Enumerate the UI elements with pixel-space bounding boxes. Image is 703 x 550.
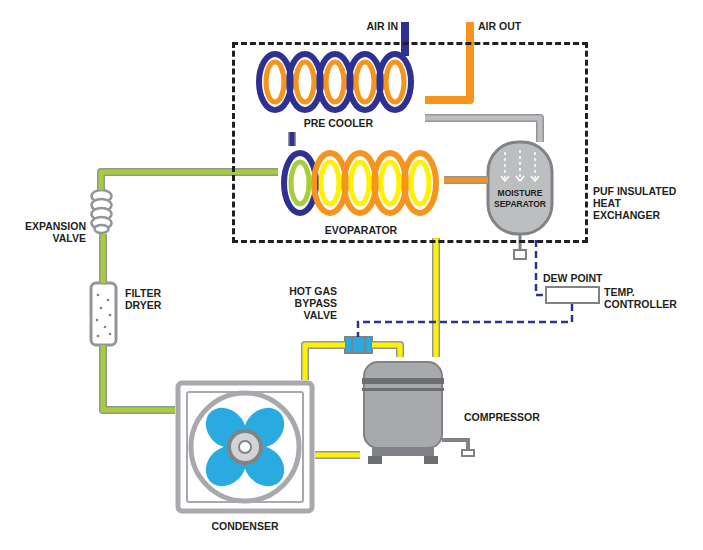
hot-gas-pipe [305,345,345,380]
signal-line [358,304,572,337]
bypass-valve: HOT GAS BYPASS VALVE [345,337,372,353]
enclosure-label: PUF INSULATED HEAT EXCHANGER [593,185,677,221]
evaporator-area: EVOPARATOR [278,146,444,238]
valve-label: HOT GAS BYPASS VALVE [265,285,337,321]
pipe-outline [99,234,107,283]
expansion-valve: EXPANSION VALVE [90,190,113,234]
hot-gas-pipe [372,345,400,357]
pipe-core [536,240,545,295]
pipe-outline [425,118,540,142]
expansion-valve-symbol [92,190,112,233]
pipe-outline [305,345,345,380]
pipe-core [434,238,439,357]
precooler-label: PRE COOLER [302,117,375,129]
pipe-core [103,345,175,410]
evaporator-label: EVOPARATOR [323,224,399,236]
filter-label: FILTER DRYER [125,287,177,311]
pipe-core [101,234,106,283]
pipe-outline [288,132,296,146]
air-label: AIR IN [367,20,399,32]
insulated-enclosure: PUF INSULATED HEAT EXCHANGERPRE COOLEREV… [232,42,588,243]
evaporator-coil [284,153,436,213]
condenser-label: CONDENSER [155,520,335,532]
precooler-area: PRE COOLER [252,48,425,132]
controller-label: DEW POINT [543,272,603,284]
discharge-pipe [315,455,360,456]
pipe-outline [103,345,175,410]
pipe-core [372,345,400,357]
liquid-pipe [103,345,175,410]
pipe-core [358,304,572,337]
air-out-pipe [425,22,470,100]
liquid-pipe [103,234,104,283]
valve-label: EXPANSION VALVE [8,220,86,244]
pipe-core [101,172,278,190]
compressor-label: COMPRESSOR [464,411,540,423]
separator-area: MOISTURE SEPARATOR [488,142,552,240]
separator-label: MOISTURE SEPARATOR [488,188,552,210]
air-pipe [292,132,293,146]
pipe-outline [315,451,360,459]
pipe-outline [372,345,400,357]
condenser-fan [176,378,315,517]
air-pipe [444,180,488,181]
air-label: AIR OUT [478,20,521,32]
signal-line [536,240,545,295]
condenser: CONDENSER [175,380,315,514]
filter-dryer: FILTER DRYER [90,283,117,345]
pipe-outline [432,238,440,357]
controller-label: TEMP. CONTROLLER [604,286,686,310]
pipe-core [290,132,295,146]
compressor: COMPRESSOR [360,357,446,467]
bypass-valve-symbol [345,337,372,353]
air-pipe [425,118,540,142]
liquid-pipe [101,172,278,190]
pipe-core [315,453,360,458]
pipe-outline [101,172,278,190]
filter-dryer-symbol [91,283,116,345]
suction-pipe [436,238,437,357]
air-in-pipe [401,22,409,56]
compressor-tank [362,362,474,464]
pipe-core [444,178,488,183]
pipe-core [425,118,540,142]
pipe-core [305,345,345,380]
precooler-coil [259,54,411,110]
pipe-outline [444,176,488,184]
controller-box: DEW POINTTEMP. CONTROLLER [545,286,600,304]
